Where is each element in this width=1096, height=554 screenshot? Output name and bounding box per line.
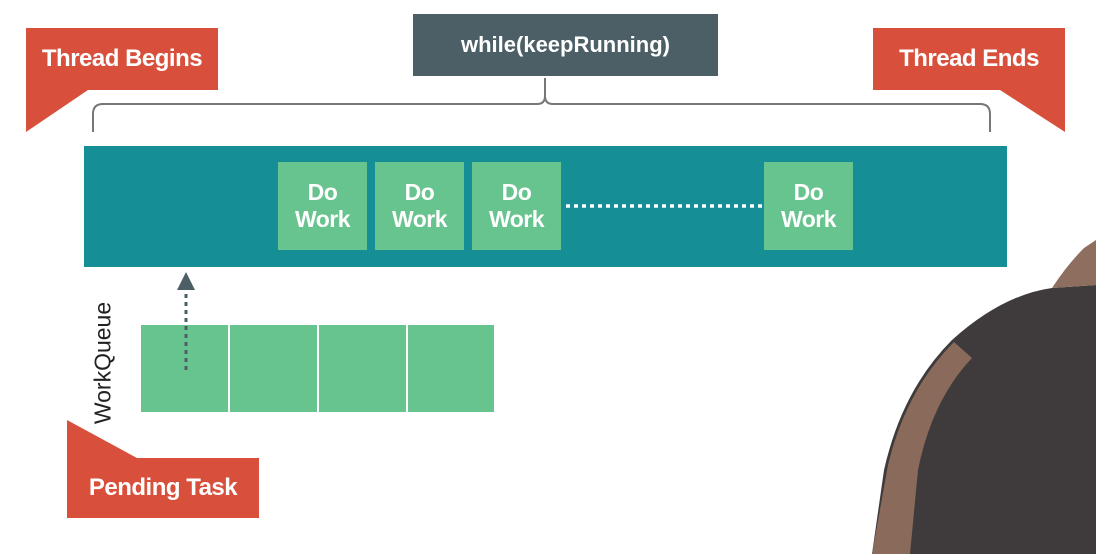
thread-ends-pointer	[1000, 90, 1065, 132]
do-work-block: Do Work	[764, 162, 853, 250]
thread-begins-label: Thread Begins	[41, 45, 203, 72]
thread-ends-callout: Thread Ends	[873, 28, 1065, 90]
thread-begins-callout: Thread Begins	[26, 28, 218, 90]
do-work-label: Do Work	[391, 179, 448, 232]
do-work-label: Do Work	[294, 179, 351, 232]
loop-bracket-path	[92, 78, 991, 132]
queue-slot	[408, 325, 494, 412]
do-work-block: Do Work	[472, 162, 561, 250]
presenter-sleeve	[872, 342, 972, 554]
thread-begins-pointer	[26, 90, 88, 132]
loop-condition-label: while(keepRunning)	[413, 14, 718, 76]
presenter-shoulder	[872, 285, 1096, 554]
arrow-up-icon	[177, 272, 195, 290]
do-work-block: Do Work	[375, 162, 464, 250]
queue-slot	[319, 325, 406, 412]
loop-bracket	[92, 78, 991, 132]
queue-slot	[230, 325, 317, 412]
presenter-head	[1052, 240, 1096, 288]
loop-condition-text: while(keepRunning)	[461, 32, 670, 57]
pending-task-callout: Pending Task	[67, 458, 259, 518]
do-work-label: Do Work	[780, 179, 837, 232]
thread-ends-label: Thread Ends	[899, 45, 1039, 72]
do-work-block: Do Work	[278, 162, 367, 250]
do-work-label: Do Work	[488, 179, 545, 232]
pending-task-pointer	[67, 420, 137, 458]
presenter-figure	[872, 240, 1096, 554]
pending-task-label: Pending Task	[88, 474, 238, 501]
